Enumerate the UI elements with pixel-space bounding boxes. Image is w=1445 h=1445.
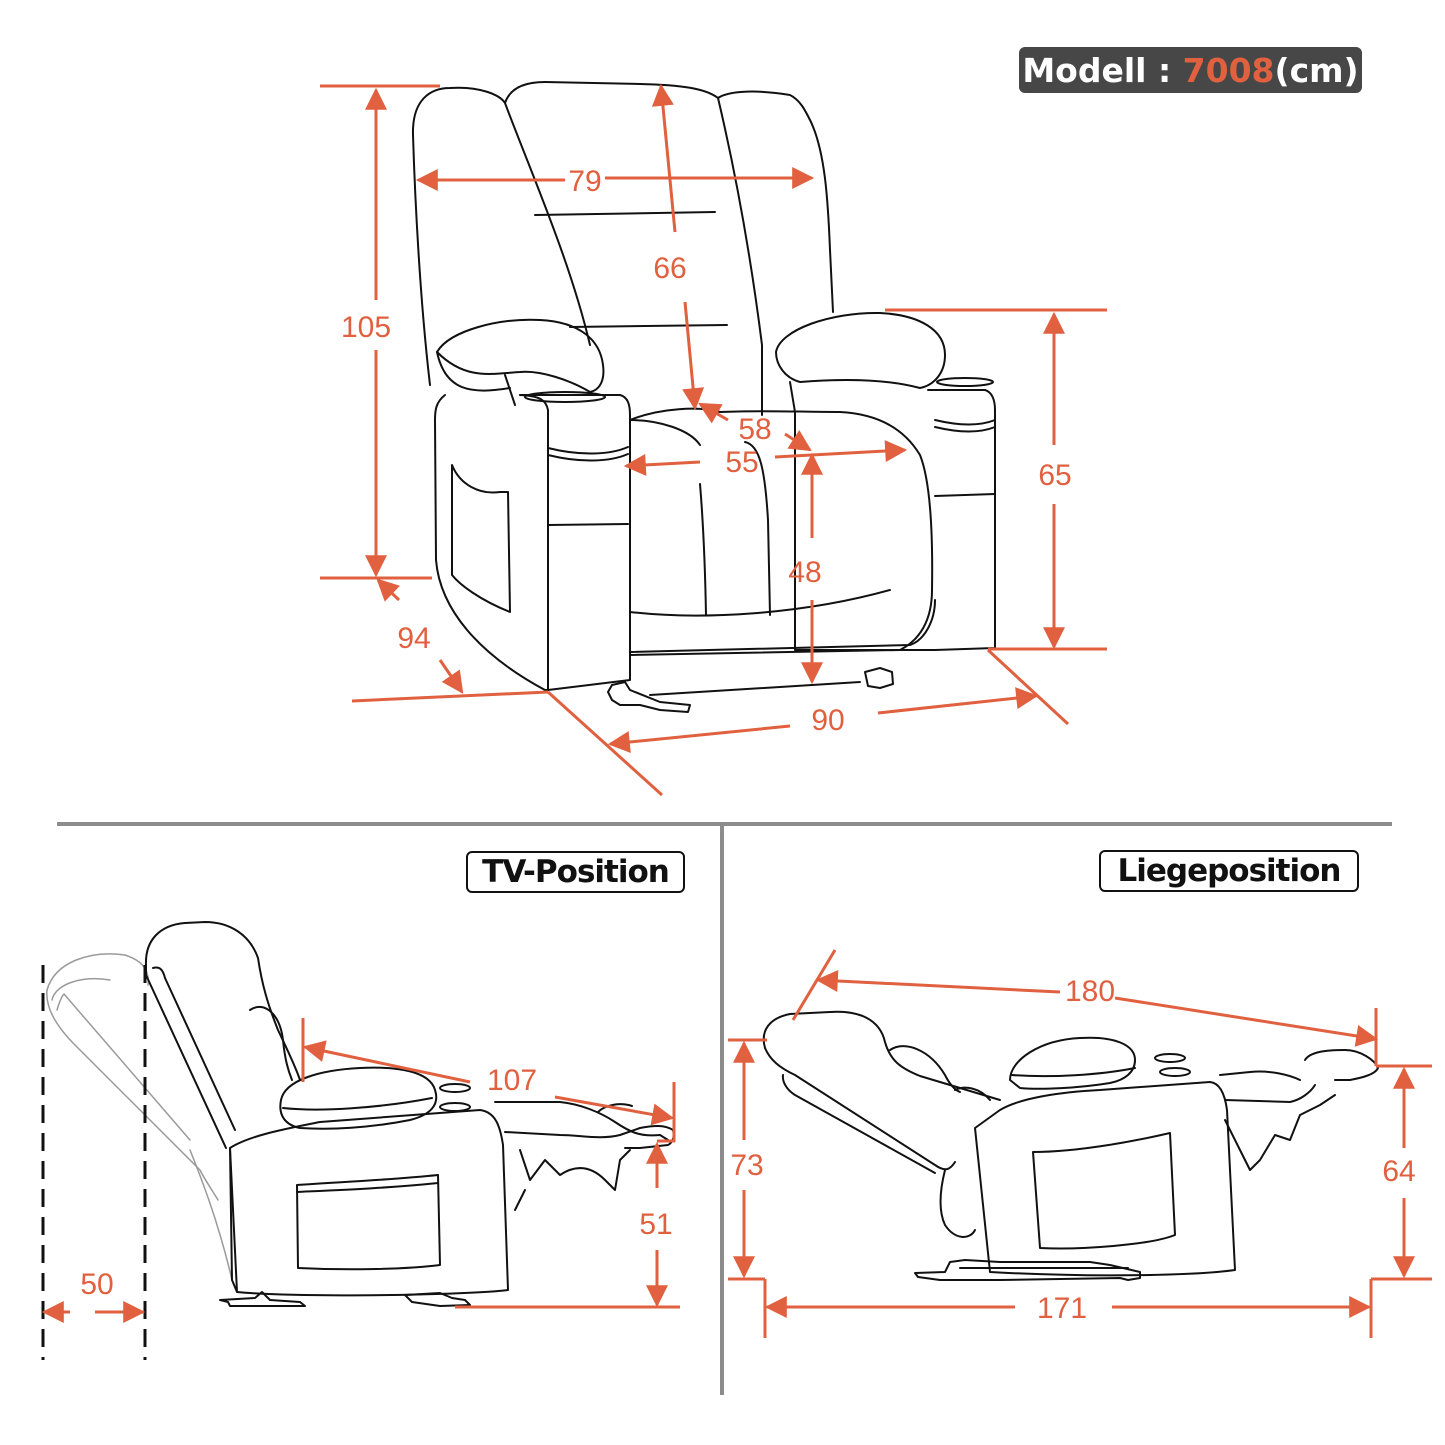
- dim-armrest-height: 65: [1038, 459, 1071, 492]
- front-view-labels: 105 79 66 58 55 48 65 94 90: [341, 165, 1072, 737]
- dim-seat-height: 48: [788, 556, 821, 589]
- front-view-dimensions: [320, 83, 1107, 797]
- lie-position-dimensions: [728, 949, 1432, 1338]
- dim-lie-footrest-height: 64: [1382, 1155, 1415, 1188]
- dim-lie-back-height: 73: [730, 1149, 763, 1182]
- tv-position-title: TV-Position: [482, 854, 670, 890]
- lie-position-labels: 180 73 64 171: [730, 975, 1415, 1325]
- dim-lie-length: 180: [1065, 975, 1115, 1008]
- model-unit: (cm): [1274, 50, 1359, 90]
- lie-position-chair: [762, 1010, 1379, 1281]
- tv-position-label: TV-Position: [466, 851, 685, 893]
- dim-total-height: 105: [341, 311, 391, 344]
- lie-position-title: Liegeposition: [1117, 853, 1342, 889]
- model-prefix: Modell :: [1022, 50, 1183, 90]
- dim-depth: 94: [397, 622, 430, 655]
- dim-seat-width: 55: [725, 446, 758, 479]
- dim-seat-depth: 58: [738, 413, 771, 446]
- dim-backrest-width: 79: [568, 165, 601, 198]
- tv-position-labels: 50 107 51: [80, 1064, 672, 1301]
- tv-position-dimensions: [41, 965, 680, 1360]
- dim-recline-clearance: 50: [80, 1268, 113, 1301]
- dim-lie-floor-length: 171: [1037, 1292, 1087, 1325]
- front-view-chair: [411, 81, 996, 713]
- section-dividers: [57, 822, 1392, 1395]
- dim-width: 90: [811, 704, 844, 737]
- dim-backrest-height: 66: [653, 252, 686, 285]
- tv-position-chair: [46, 921, 675, 1307]
- dim-tv-length: 107: [487, 1064, 537, 1097]
- model-number: 7008: [1182, 50, 1275, 90]
- dim-tv-footrest-height: 51: [639, 1208, 672, 1241]
- model-badge: Modell : 7008(cm): [1019, 47, 1362, 93]
- lie-position-label: Liegeposition: [1099, 850, 1359, 892]
